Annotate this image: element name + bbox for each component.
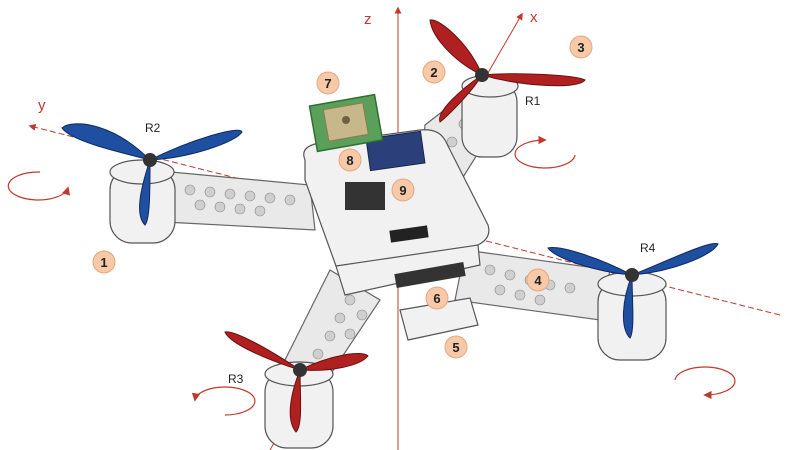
svg-text:9: 9 <box>399 183 406 198</box>
side-connector <box>394 262 466 288</box>
svg-text:3: 3 <box>577 40 584 55</box>
central-body <box>303 93 490 341</box>
svg-text:8: 8 <box>346 153 353 168</box>
z-axis-label: z <box>364 11 372 28</box>
svg-text:2: 2 <box>430 65 437 80</box>
flight-controller-board <box>365 130 426 172</box>
svg-text:6: 6 <box>433 291 440 306</box>
rotation-arrows <box>7 135 736 416</box>
rotor-label-r1: R1 <box>525 94 541 108</box>
rotor-labels: R1 R2 R3 R4 <box>145 94 656 386</box>
svg-text:7: 7 <box>324 76 331 91</box>
propeller-r3 <box>224 331 369 433</box>
camera-module <box>345 182 385 210</box>
propeller-r2 <box>61 123 243 226</box>
svg-text:1: 1 <box>100 255 107 270</box>
callout-2: 2 <box>422 60 446 84</box>
enclosure-lower <box>335 244 481 296</box>
y-axis-label: y <box>38 97 46 114</box>
callout-1: 1 <box>92 250 116 274</box>
callout-6: 6 <box>425 286 449 310</box>
callouts: 1 2 3 4 5 6 7 8 <box>92 35 593 359</box>
callout-5: 5 <box>444 335 468 359</box>
callout-4: 4 <box>526 268 550 292</box>
callout-9: 9 <box>391 178 415 202</box>
svg-text:4: 4 <box>534 273 542 288</box>
rotation-arrow-r1 <box>514 135 576 169</box>
callout-8: 8 <box>338 148 362 172</box>
callout-3: 3 <box>569 35 593 59</box>
rotation-arrow-r2 <box>7 171 70 201</box>
propeller-r4 <box>547 243 719 339</box>
svg-text:5: 5 <box>452 340 459 355</box>
rotor-label-r2: R2 <box>145 121 161 135</box>
callout-7: 7 <box>316 71 340 95</box>
propeller-r1 <box>429 19 586 123</box>
rotor-label-r4: R4 <box>640 241 656 255</box>
usb-port <box>389 225 429 243</box>
rotor-label-r3: R3 <box>228 372 244 386</box>
rotation-arrow-r3 <box>191 386 256 416</box>
gps-module <box>308 93 384 153</box>
rotation-arrow-r4 <box>674 366 736 400</box>
x-axis-label: x <box>530 9 538 26</box>
